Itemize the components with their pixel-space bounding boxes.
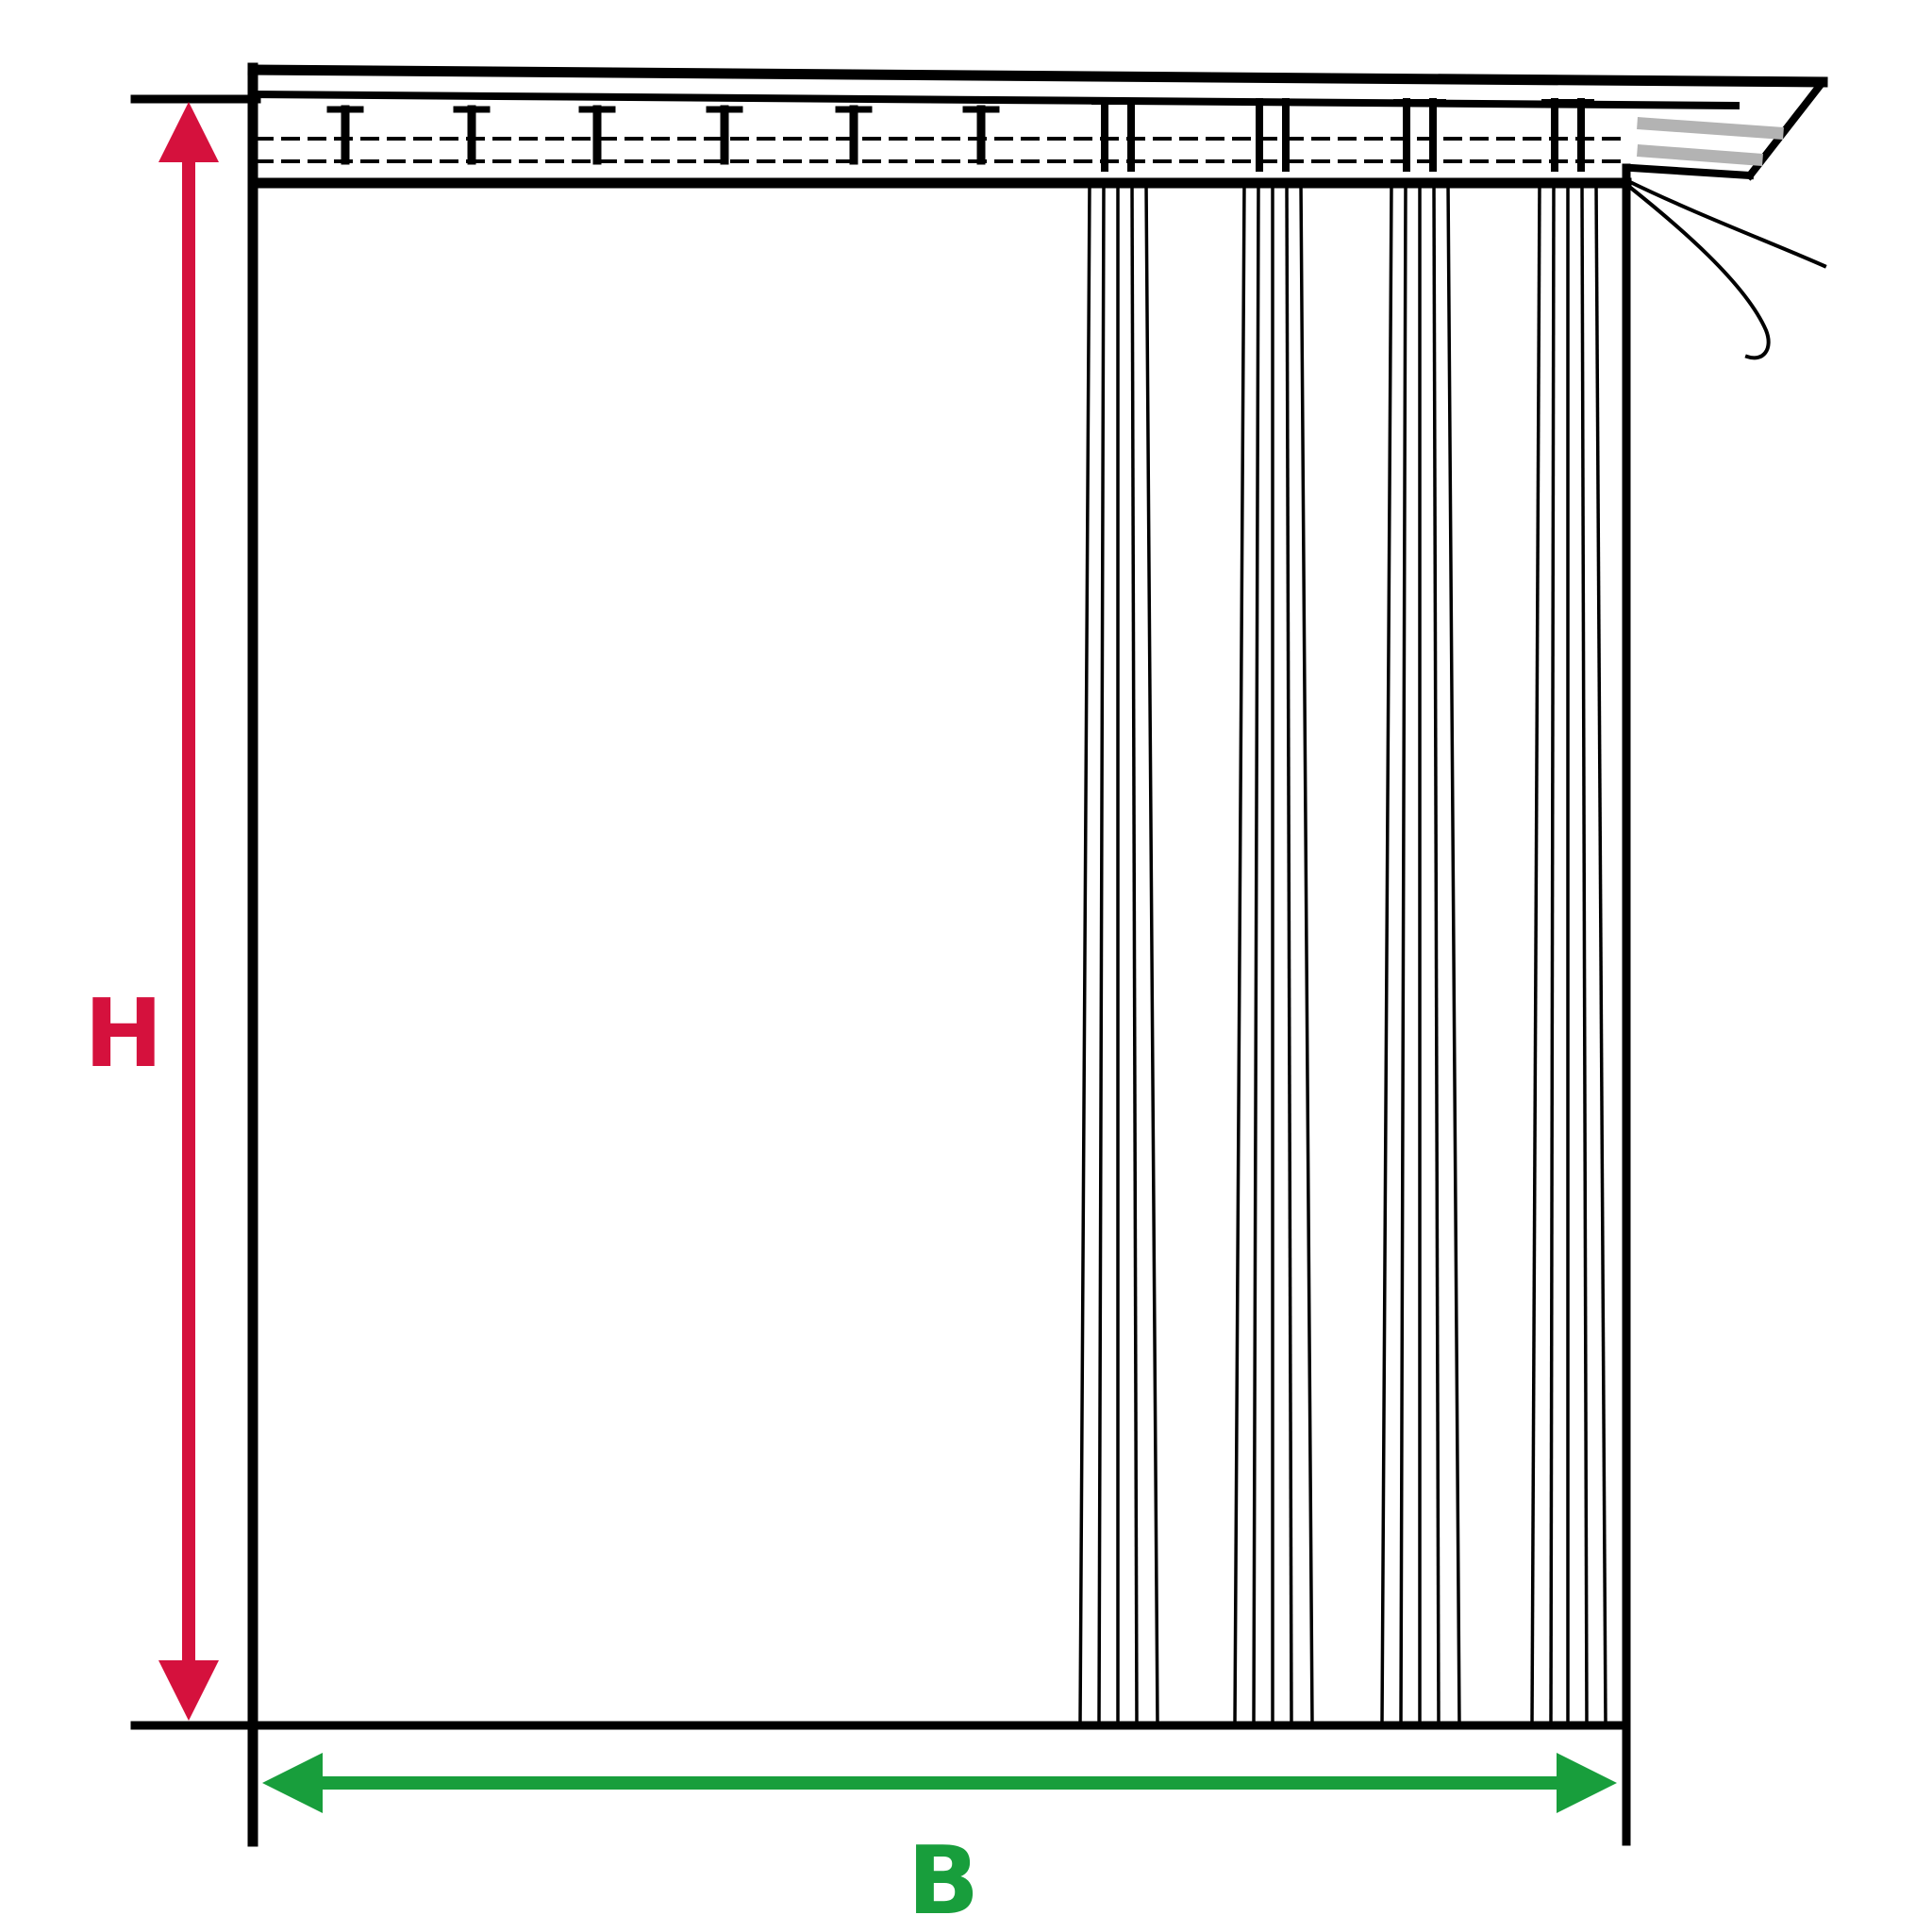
curtain-hook bbox=[835, 105, 873, 165]
header-tape bbox=[247, 137, 1632, 189]
curtain-panel-outline bbox=[130, 62, 1631, 1847]
rail-track-line bbox=[1637, 144, 1763, 166]
rail-track-line bbox=[1637, 117, 1784, 140]
pleat-group bbox=[1380, 181, 1461, 1726]
height-label: H bbox=[84, 978, 163, 1089]
pleat-fold-lines bbox=[1078, 181, 1607, 1726]
rail-top-edge bbox=[247, 64, 1828, 88]
curtain-hook bbox=[962, 105, 1000, 165]
curtain-hook bbox=[326, 105, 364, 165]
height-dimension: H bbox=[84, 102, 219, 1721]
curtain-hook bbox=[578, 105, 616, 165]
pleat-group bbox=[1233, 181, 1314, 1726]
pull-cord bbox=[1625, 178, 1827, 269]
curtain-drawing bbox=[130, 62, 1828, 1847]
width-arrowhead-right bbox=[1557, 1753, 1617, 1813]
height-arrowhead-up bbox=[158, 102, 219, 162]
pull-cords bbox=[1625, 178, 1827, 360]
height-arrowhead-down bbox=[158, 1660, 219, 1721]
curtain-hooks bbox=[326, 98, 1594, 172]
curtain-hook bbox=[453, 105, 491, 165]
width-dimension: B bbox=[262, 1753, 1617, 1932]
rail-track-lines bbox=[1637, 117, 1784, 166]
rail-lower-edge bbox=[248, 90, 1740, 110]
width-arrowhead-left bbox=[262, 1753, 323, 1813]
curtain-hook-double bbox=[1393, 98, 1446, 172]
width-label: B bbox=[908, 1825, 979, 1932]
pleat-group bbox=[1078, 181, 1159, 1726]
curtain-rail bbox=[247, 64, 1828, 181]
pull-cord bbox=[1625, 183, 1771, 360]
curtain-hook-double bbox=[1541, 98, 1594, 172]
pleat-group bbox=[1530, 181, 1607, 1726]
curtain-hook bbox=[706, 105, 743, 165]
curtain-hook-double bbox=[1091, 98, 1144, 172]
curtain-hook-double bbox=[1246, 98, 1299, 172]
rail-underside-edge bbox=[1627, 163, 1755, 180]
